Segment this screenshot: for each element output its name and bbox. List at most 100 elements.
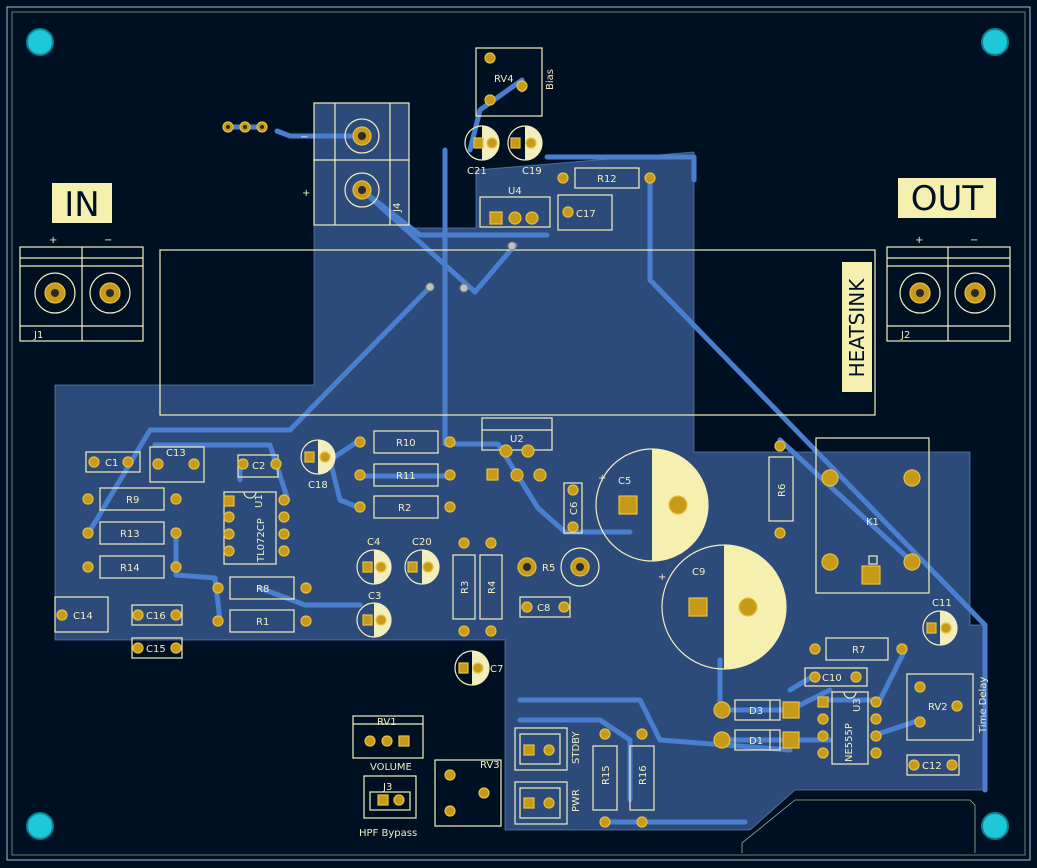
- silk-label-c9: C9: [692, 567, 705, 578]
- resistor-r12: R12: [557, 167, 656, 189]
- board-inner-edge: [11, 11, 1026, 856]
- silk-label-r7: R7: [852, 645, 865, 656]
- vias: [425, 241, 517, 293]
- silk-label-u4: U4: [508, 186, 522, 197]
- board-outline-notch: [741, 799, 976, 853]
- silk-label-ne555: NE555P: [844, 723, 855, 762]
- cap-c3: C3: [356, 591, 392, 638]
- out-label-bg: [898, 178, 996, 218]
- resistor-r3: R3: [452, 537, 476, 637]
- silk-label-c12: C12: [922, 761, 942, 772]
- hpf-bypass-label: HPF Bypass: [359, 828, 417, 839]
- resistor-r14: R14: [82, 555, 182, 579]
- silk-label-minus: −: [104, 235, 112, 246]
- pot-rv1: RV1 VOLUME: [352, 715, 424, 773]
- cap-c15: C15: [131, 637, 183, 659]
- mounting-holes: [26, 28, 1009, 840]
- resistor-r9: R9: [82, 487, 182, 511]
- silk-label-tl072: TL072CP: [256, 518, 267, 563]
- silk-label-rv1: RV1: [377, 717, 397, 728]
- silk-label-c13: C13: [166, 448, 186, 459]
- heatsink-label-bg: [842, 262, 872, 392]
- resistor-r10: R10: [354, 430, 456, 454]
- silk-label-r8: R8: [256, 584, 269, 595]
- cap-c12: C12: [906, 754, 960, 776]
- connector-j1: + − J1: [19, 235, 144, 342]
- diode-d3: D3: [713, 699, 800, 721]
- silk-label-c8: C8: [537, 603, 550, 614]
- silk-label-c2: C2: [252, 461, 265, 472]
- silk-label-u3: U3: [852, 698, 863, 712]
- connector-j2: + − J2: [886, 235, 1011, 342]
- cap-c2: C2: [237, 454, 282, 478]
- cap-c21: C21: [464, 125, 500, 177]
- mounting-hole: [26, 28, 54, 56]
- resistor-r15: R15: [592, 728, 618, 828]
- silk-label-r11: R11: [396, 471, 416, 482]
- resistor-r1: R1: [212, 609, 312, 633]
- ic-u1: U1 TL072CP: [223, 491, 290, 565]
- ic-u2: U2: [481, 417, 553, 482]
- cap-c16: C16: [131, 604, 183, 626]
- resistor-r7: R7: [809, 637, 908, 661]
- resistor-r13: R13: [82, 521, 182, 545]
- cap-c18: C18: [300, 439, 336, 491]
- resistor-r4: R4: [479, 537, 503, 637]
- resistor-r2: R2: [354, 495, 456, 519]
- cap-c1: C1: [85, 451, 141, 473]
- silk-label-minus: −: [970, 235, 978, 246]
- silk-label-r6: R6: [777, 484, 788, 497]
- silk-label-c17: C17: [576, 209, 596, 220]
- silk-label-pwr: PWR: [571, 789, 582, 812]
- silk-label-rv3: RV3: [480, 760, 500, 771]
- silk-label-c15: C15: [146, 644, 166, 655]
- silk-label-r3: R3: [460, 581, 471, 594]
- in-label-bg: [52, 183, 112, 223]
- trimmer-rv4: RV4 Bias: [475, 47, 556, 117]
- mounting-hole: [981, 28, 1009, 56]
- silk-label-j3: J3: [382, 782, 392, 793]
- mounting-hole: [26, 812, 54, 840]
- cap-c11: C11: [922, 598, 958, 646]
- silk-label-c3: C3: [368, 591, 381, 602]
- silk-label-plus: +: [658, 572, 666, 583]
- silk-label-r1: R1: [256, 617, 269, 628]
- cap-c9: + C9: [658, 544, 787, 670]
- silk-label-u1: U1: [254, 494, 265, 508]
- diode-d1: D1: [713, 729, 800, 751]
- silk-label-plus: +: [49, 235, 57, 246]
- silk-label-k1: K1: [866, 517, 879, 528]
- ref-rv4: RV4: [494, 74, 514, 85]
- traces: [85, 77, 988, 825]
- out-label: OUT: [911, 179, 984, 219]
- resistor-r8: R8: [212, 576, 312, 600]
- trimmer-rv2: RV2 Time Delay: [906, 673, 989, 741]
- connector-j3: J3 HPF Bypass: [359, 775, 417, 839]
- silk-label-c7: C7: [490, 664, 503, 675]
- silk-label-minus: −: [300, 132, 308, 143]
- cap-c19: C19: [507, 125, 543, 177]
- cap-c4: C4: [356, 537, 392, 585]
- resistor-r11: R11: [354, 463, 456, 487]
- ref-j4: J4: [392, 203, 403, 213]
- cap-c8: C8: [519, 596, 571, 618]
- silk-label-r12: R12: [597, 174, 617, 185]
- ref-j2: J2: [900, 330, 910, 341]
- header-pins: [222, 121, 268, 133]
- silk-label-r5: R5: [542, 563, 555, 574]
- volume-label: VOLUME: [370, 762, 412, 773]
- silk-label-c19: C19: [522, 166, 542, 177]
- bias-label: Bias: [545, 69, 556, 90]
- silk-label-c11: C11: [932, 598, 952, 609]
- time-delay-label: Time Delay: [978, 677, 989, 734]
- silk-label-r10: R10: [396, 438, 416, 449]
- connector-j4: + − J4: [300, 102, 410, 226]
- ic-u4: U4: [479, 186, 551, 228]
- silk-label-c20: C20: [412, 537, 432, 548]
- cap-c20: C20: [404, 537, 440, 585]
- silk-label-r16: R16: [638, 765, 649, 785]
- silk-label-c6: C6: [569, 502, 580, 515]
- resistor-r5: R5: [517, 547, 600, 587]
- silk-label-stdby: STDBY: [571, 731, 582, 764]
- mounting-hole: [981, 812, 1009, 840]
